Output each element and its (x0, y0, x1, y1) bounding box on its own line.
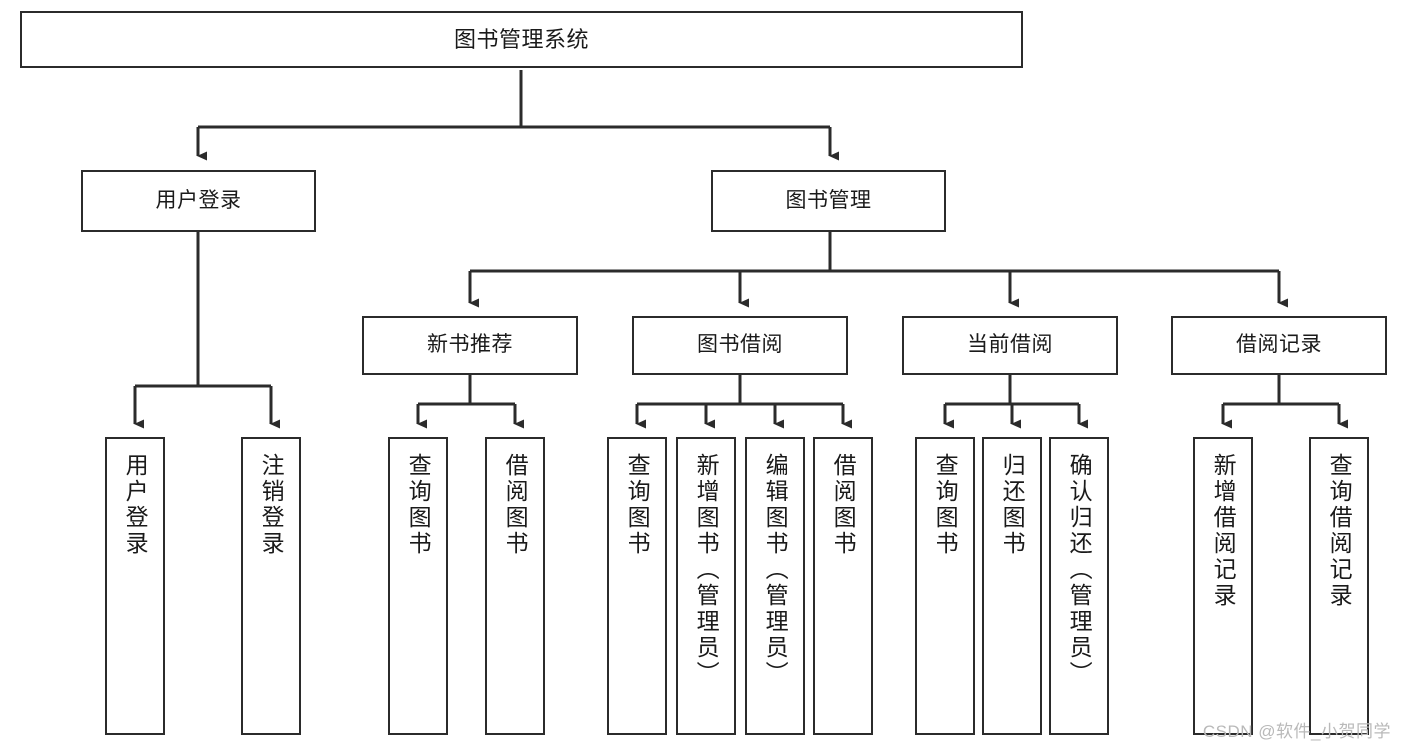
node-label: 当前借阅 (967, 333, 1053, 357)
node-leaf-cb-confirm-return[interactable]: 确认归还（管理员） (1049, 437, 1109, 735)
node-label: 查询借阅记录 (1326, 453, 1353, 609)
node-current-borrow[interactable]: 当前借阅 (902, 316, 1118, 375)
node-label: 借阅记录 (1236, 333, 1322, 357)
node-leaf-nb-borrow-book[interactable]: 借阅图书 (485, 437, 545, 735)
node-label: 编辑图书（管理员） (762, 453, 789, 687)
node-book-borrow[interactable]: 图书借阅 (632, 316, 848, 375)
node-leaf-user-login[interactable]: 用户登录 (105, 437, 165, 735)
node-leaf-br-add-record[interactable]: 新增借阅记录 (1193, 437, 1253, 735)
node-book-management-system[interactable]: 图书管理系统 (20, 11, 1023, 68)
node-label: 图书借阅 (697, 333, 783, 357)
node-label: 查询图书 (932, 453, 959, 557)
node-new-book-recommend[interactable]: 新书推荐 (362, 316, 578, 375)
node-label: 借阅图书 (830, 453, 857, 557)
node-leaf-bb-add-book[interactable]: 新增图书（管理员） (676, 437, 736, 735)
node-book-management[interactable]: 图书管理 (711, 170, 946, 232)
node-label: 借阅图书 (502, 453, 529, 557)
node-label: 注销登录 (258, 453, 285, 557)
node-leaf-br-query-record[interactable]: 查询借阅记录 (1309, 437, 1369, 735)
node-borrow-record[interactable]: 借阅记录 (1171, 316, 1387, 375)
node-label: 用户登录 (122, 453, 149, 557)
node-leaf-bb-edit-book[interactable]: 编辑图书（管理员） (745, 437, 805, 735)
node-label: 用户登录 (155, 188, 242, 212)
node-label: 图书管理 (785, 188, 872, 212)
node-label: 确认归还（管理员） (1066, 453, 1093, 687)
node-label: 图书管理系统 (453, 26, 589, 52)
node-leaf-nb-query-book[interactable]: 查询图书 (388, 437, 448, 735)
node-label: 归还图书 (999, 453, 1026, 557)
node-leaf-bb-query-book[interactable]: 查询图书 (607, 437, 667, 735)
node-label: 新增图书（管理员） (693, 453, 720, 687)
watermark-text: CSDN @软件_小贺同学 (1202, 722, 1391, 741)
node-user-login[interactable]: 用户登录 (81, 170, 316, 232)
node-leaf-cb-query-book[interactable]: 查询图书 (915, 437, 975, 735)
node-leaf-logout[interactable]: 注销登录 (241, 437, 301, 735)
node-label: 查询图书 (405, 453, 432, 557)
node-leaf-bb-borrow-book[interactable]: 借阅图书 (813, 437, 873, 735)
node-label: 新增借阅记录 (1210, 453, 1237, 609)
node-leaf-cb-return-book[interactable]: 归还图书 (982, 437, 1042, 735)
node-label: 查询图书 (624, 453, 651, 557)
node-label: 新书推荐 (427, 333, 513, 357)
